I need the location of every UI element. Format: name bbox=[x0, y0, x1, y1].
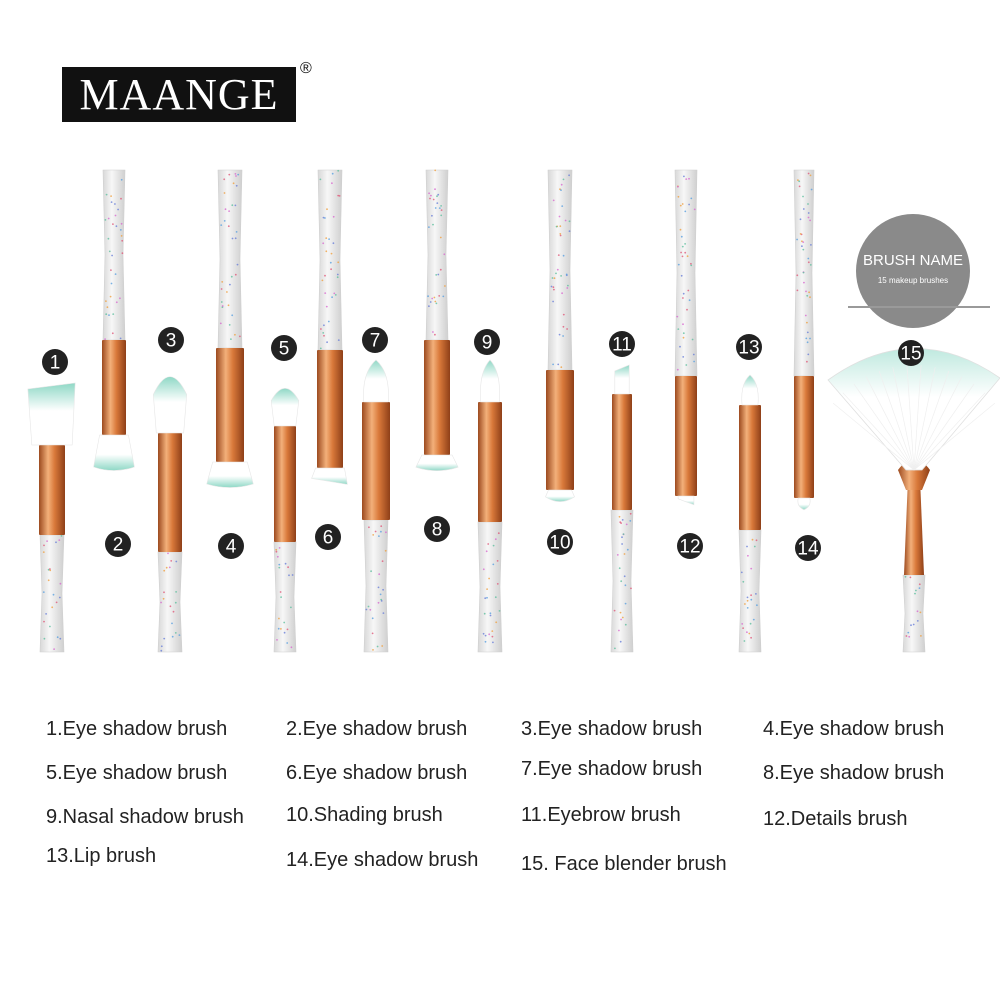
brush-number-10: 10 bbox=[547, 529, 573, 555]
badge-subtitle: 15 makeup brushes bbox=[877, 276, 949, 285]
brush-14: 14 bbox=[793, 169, 821, 561]
brush-7: 7 bbox=[362, 327, 390, 653]
brush-number-8: 8 bbox=[424, 516, 450, 542]
legend-item-1: 1.Eye shadow brush bbox=[46, 718, 228, 740]
svg-text:14: 14 bbox=[797, 539, 819, 560]
legend-item-4: 4.Eye shadow brush bbox=[763, 718, 945, 740]
badge-title: BRUSH NAME bbox=[862, 252, 963, 269]
svg-text:8: 8 bbox=[432, 520, 443, 541]
svg-text:3: 3 bbox=[166, 331, 177, 352]
brush-5: 5 bbox=[270, 335, 300, 653]
legend-item-2: 2.Eye shadow brush bbox=[286, 718, 468, 740]
brush-8: 8 bbox=[415, 169, 459, 542]
svg-text:7: 7 bbox=[370, 331, 381, 352]
brush-number-4: 4 bbox=[218, 533, 244, 559]
brush-1: 1 bbox=[27, 349, 76, 653]
brush-number-9: 9 bbox=[474, 329, 500, 355]
brush-13: 13 bbox=[736, 334, 762, 653]
svg-text:15: 15 bbox=[900, 344, 921, 365]
legend-item-9: 9.Nasal shadow brush bbox=[46, 806, 244, 828]
svg-text:4: 4 bbox=[226, 537, 237, 558]
brush-number-1: 1 bbox=[42, 349, 68, 375]
svg-text:6: 6 bbox=[323, 528, 334, 549]
legend-item-14: 14.Eye shadow brush bbox=[286, 849, 479, 871]
legend-item-6: 6.Eye shadow brush bbox=[286, 762, 468, 784]
brush-number-3: 3 bbox=[158, 327, 184, 353]
legend-item-12: 12.Details brush bbox=[763, 808, 908, 830]
svg-text:11: 11 bbox=[612, 335, 632, 356]
legend-item-10: 10.Shading brush bbox=[286, 804, 443, 826]
svg-text:13: 13 bbox=[738, 338, 759, 359]
legend-item-5: 5.Eye shadow brush bbox=[46, 762, 228, 784]
svg-text:2: 2 bbox=[113, 535, 124, 556]
svg-text:5: 5 bbox=[279, 339, 290, 360]
brush-12: 12 bbox=[674, 169, 703, 559]
svg-text:9: 9 bbox=[482, 333, 493, 354]
brush-15: 15 bbox=[827, 340, 1000, 653]
legend-item-7: 7.Eye shadow brush bbox=[521, 758, 703, 780]
brush-3: 3 bbox=[153, 327, 187, 653]
brush-9: 9 bbox=[474, 329, 503, 653]
registered-mark: ® bbox=[300, 60, 312, 77]
legend-item-11: 11.Eyebrow brush bbox=[521, 804, 681, 826]
brush-number-11: 11 bbox=[609, 331, 635, 357]
legend-item-13: 13.Lip brush bbox=[46, 845, 157, 867]
brush-2: 2 bbox=[93, 169, 135, 557]
legend-item-15: 15. Face blender brush bbox=[521, 853, 727, 875]
svg-text:1: 1 bbox=[50, 353, 61, 374]
brush-number-12: 12 bbox=[677, 533, 703, 559]
brush-number-6: 6 bbox=[315, 524, 341, 550]
brush-number-13: 13 bbox=[736, 334, 762, 360]
brush-6: 6 bbox=[311, 169, 348, 550]
brush-number-14: 14 bbox=[795, 535, 821, 561]
brush-number-5: 5 bbox=[271, 335, 297, 361]
badge-divider bbox=[848, 306, 990, 308]
svg-text:10: 10 bbox=[549, 533, 570, 554]
brush-10: 10 bbox=[545, 169, 575, 555]
brush-number-7: 7 bbox=[362, 327, 388, 353]
brush-4: 4 bbox=[206, 169, 254, 559]
legend-item-8: 8.Eye shadow brush bbox=[763, 762, 945, 784]
brush-number-15: 15 bbox=[898, 340, 924, 366]
svg-text:12: 12 bbox=[679, 537, 700, 558]
brush-number-2: 2 bbox=[105, 531, 131, 557]
brush-name-badge: BRUSH NAME 15 makeup brushes bbox=[856, 214, 970, 328]
brush-11: 11 bbox=[609, 331, 635, 653]
brand-logo: MAANGE bbox=[62, 67, 296, 122]
legend-item-3: 3.Eye shadow brush bbox=[521, 718, 703, 740]
